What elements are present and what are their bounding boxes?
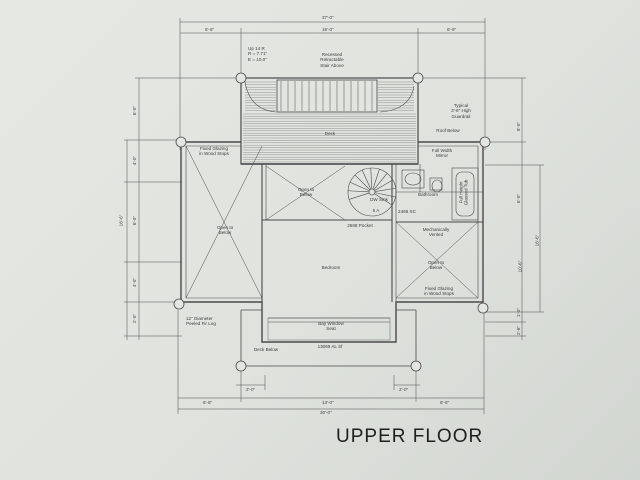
bathroom-fixtures xyxy=(401,167,479,221)
dim-right-a: 6'-0" xyxy=(516,193,522,204)
dim-top-right: 6'-9" xyxy=(447,27,457,32)
open-to-below-marks xyxy=(185,145,479,299)
spiral-tread xyxy=(361,169,372,190)
dim-top-total: 37'-0" xyxy=(322,15,334,20)
interior-walls xyxy=(261,164,483,302)
dw-sink-label: DW Sink xyxy=(370,197,388,202)
fir-log-note: 12" Diameter Peeled Fir Log xyxy=(186,316,216,327)
dim-top-middle: 16'-0" xyxy=(322,27,334,32)
spiral-tread xyxy=(373,173,388,190)
log-columns xyxy=(173,72,491,372)
spiral-tread xyxy=(374,179,393,191)
floor-outline xyxy=(180,141,484,343)
bay-window-seat-label: Bay Window Seat xyxy=(318,321,344,332)
roof-below-label: Roof Below xyxy=(436,128,460,133)
spiral-tread xyxy=(349,181,370,192)
dim-right-b: 10'-6" xyxy=(517,260,523,273)
dim-bottom-right: 6'-6" xyxy=(440,400,450,405)
guardrail-note: Typical 3'-6" High Guardrail xyxy=(451,103,471,119)
bathroom-label: Bathroom xyxy=(418,192,438,197)
mech-vented-note: Mechanically Vented xyxy=(422,227,450,238)
door-2468-label: 2468 SC xyxy=(398,209,416,214)
spiral-tread xyxy=(348,190,370,193)
dim-left-a: 6'-0" xyxy=(132,105,138,116)
dim-left-total: 16'-6" xyxy=(118,214,124,227)
tub-label: Full Height Glassed Tub xyxy=(458,179,469,206)
top-dimension-lines xyxy=(179,18,486,150)
retractable-stair-note: Recessed Retractable Stair Above xyxy=(320,52,344,68)
area-label: 13069 AL Sf xyxy=(317,344,343,349)
spiral-stair xyxy=(347,167,397,217)
spiral-tread xyxy=(374,192,396,198)
stair-note: Up 14 R R = 7.71" E = 10.0" xyxy=(248,46,268,62)
open-to-below-right-label: Open to Below xyxy=(427,260,445,271)
dim-bottom-left: 6'-6" xyxy=(203,400,213,405)
drawing-title: UPPER FLOOR xyxy=(336,426,484,447)
fixed-glazing-right-note: Fixed Glazing in Wood Stops xyxy=(424,286,454,297)
spiral-tread xyxy=(372,169,380,190)
dim-left-d: 4'-0" xyxy=(132,277,138,288)
deck-label: Deck xyxy=(324,131,336,136)
open-to-below-left-label: Open to Below xyxy=(216,225,234,236)
dim-left-b: 4'-0" xyxy=(132,155,138,166)
dim-bottom-total: 30'-0" xyxy=(320,410,332,415)
spiral-tread xyxy=(370,168,373,190)
bedroom-label: Bedroom xyxy=(321,265,341,270)
spiral-tread xyxy=(374,193,393,206)
deck-below-label: Deck Below xyxy=(253,347,279,352)
spiral-tread xyxy=(374,187,396,192)
dim-bottom-middle: 13'-0" xyxy=(322,400,334,405)
right-dimension-lines xyxy=(418,77,544,340)
spiral-tread xyxy=(354,174,371,191)
dim-top-left: 6'-6" xyxy=(205,27,215,32)
open-to-below-center-label: Open to Below xyxy=(297,187,315,198)
dim-right-total: 16'-6" xyxy=(534,234,540,247)
dim-left-c: 6'-0" xyxy=(132,215,138,226)
dim-left-e: 2'-0" xyxy=(132,313,138,324)
fixed-glazing-top-note: Fixed Glazing in Wood Stops xyxy=(199,146,229,157)
spiral-tread xyxy=(349,192,370,200)
upper-deck xyxy=(240,77,419,165)
pocket-door-label: 2668 Pocket xyxy=(347,223,373,228)
full-width-mirror-note: Full Width Mirror xyxy=(431,148,453,159)
stair-mark: 5 A xyxy=(372,208,380,213)
dim-right-deck: 8'-0" xyxy=(516,121,522,132)
left-dimension-lines xyxy=(124,77,241,340)
dim-right-c: 1'-0" xyxy=(516,307,522,318)
dim-bay-left: 2'-0" xyxy=(246,387,256,392)
dim-bay-right: 2'-0" xyxy=(399,387,409,392)
bay-window xyxy=(240,309,417,367)
dim-right-d: 2'-6" xyxy=(516,325,522,336)
bottom-dimension-lines xyxy=(177,310,485,414)
